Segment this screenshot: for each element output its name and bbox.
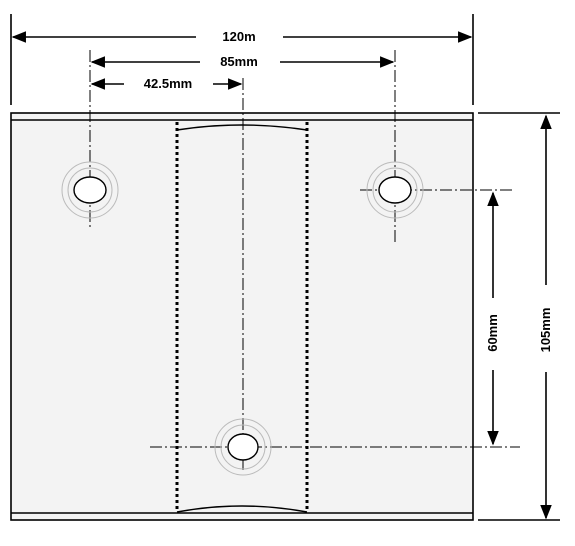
dimension-label-hole-spacing: 85mm xyxy=(220,54,258,69)
dimension-label-half-spacing: 42.5mm xyxy=(144,76,192,91)
dimension-label-overall-width: 120m xyxy=(222,29,255,44)
dimension-label-vertical-hole-spacing: 60mm xyxy=(485,314,500,352)
dimension-label-overall-height: 105mm xyxy=(538,308,553,353)
